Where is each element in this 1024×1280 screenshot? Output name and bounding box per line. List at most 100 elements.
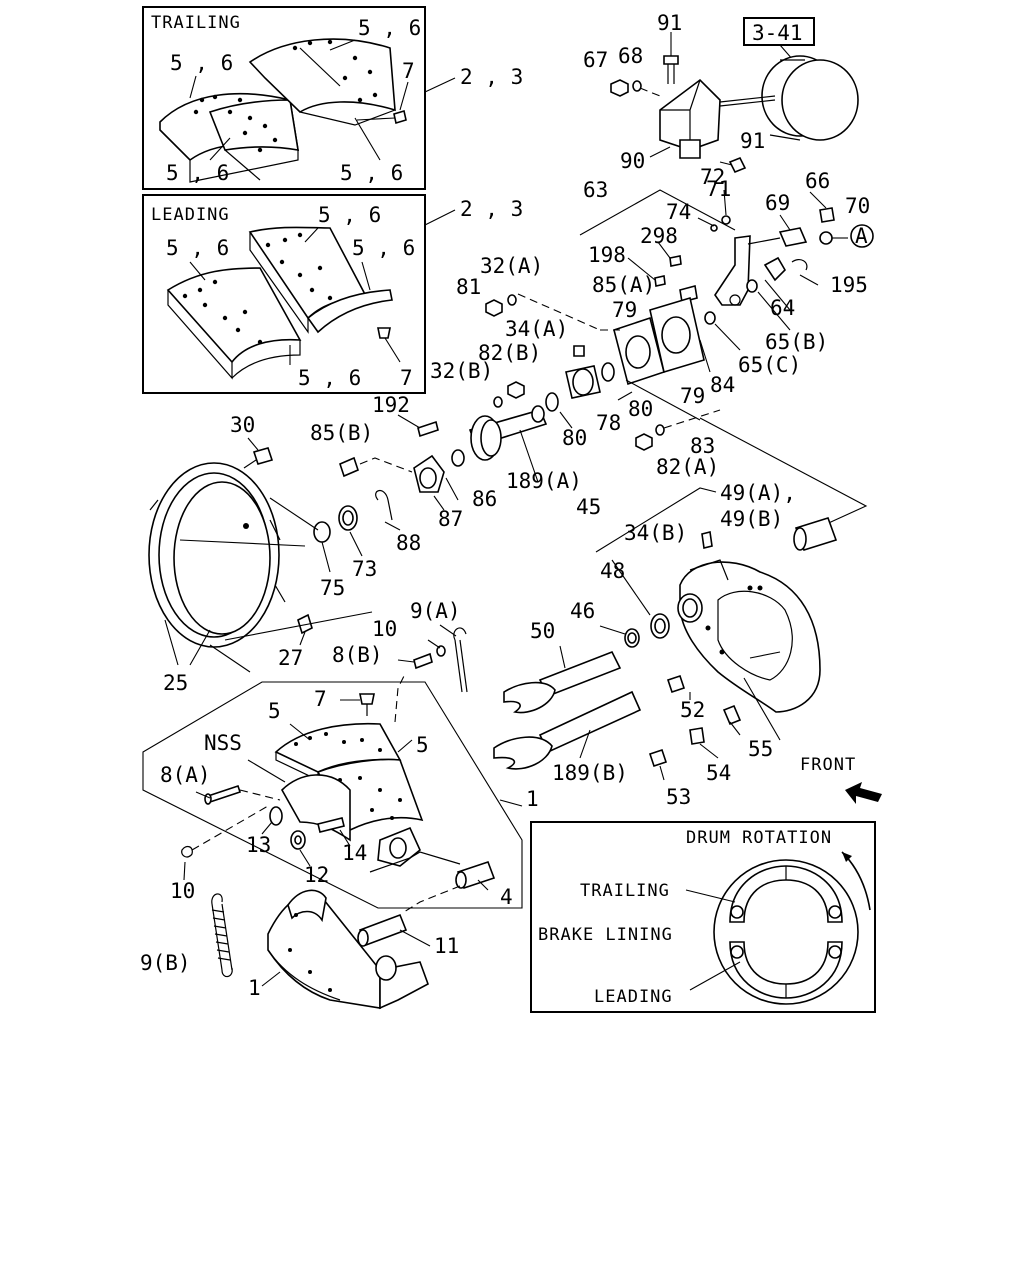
label-4: 4 (500, 885, 513, 909)
label-85b: 85(B) (310, 421, 373, 445)
label-5-6-d: 5 , 6 (340, 161, 403, 185)
label-10-a: 10 (170, 879, 195, 903)
label-48: 48 (600, 559, 625, 583)
label-45: 45 (576, 495, 601, 519)
trailing-lining-inset: TRAILING 5 , 6 5 , 6 5 , 6 5 , (142, 6, 426, 190)
label-82b: 82(B) (478, 341, 541, 365)
rotation-arrow-icon (842, 852, 852, 862)
label-7-c: 7 (314, 687, 327, 711)
label-78: 78 (596, 411, 621, 435)
label-63: 63 (583, 178, 608, 202)
label-11: 11 (434, 934, 459, 958)
label-79-b: 79 (680, 384, 705, 408)
label-14: 14 (342, 841, 367, 865)
label-80-a: 80 (628, 397, 653, 421)
label-86: 86 (472, 487, 497, 511)
label-1-b: 1 (248, 976, 261, 1000)
label-83: 83 (690, 434, 715, 458)
label-27: 27 (278, 646, 303, 670)
label-81: 81 (456, 275, 481, 299)
label-67: 67 (583, 48, 608, 72)
label-12: 12 (304, 863, 329, 887)
label-54: 54 (706, 761, 731, 785)
label-5-a: 5 (268, 699, 281, 723)
label-25: 25 (163, 671, 188, 695)
label-34b: 34(B) (624, 521, 687, 545)
brake-shoe-assembly: 1 7 5 5 NSS 8(A) 13 14 12 4 10 (142, 675, 539, 909)
label-8a: 8(A) (160, 763, 211, 787)
label-82a: 82(A) (656, 455, 719, 479)
legend-trailing: TRAILING (580, 881, 670, 901)
label-2-3-b: 2 , 3 (460, 197, 523, 221)
legend-title: DRUM ROTATION (686, 828, 832, 848)
label-298: 298 (640, 224, 678, 248)
label-49b: 49(B) (720, 507, 783, 531)
spider-camshaft-assembly: 45 49(A), 49(B) 34(B) 48 46 50 52 55 54 … (493, 417, 868, 809)
label-88: 88 (396, 531, 421, 555)
label-64: 64 (770, 296, 795, 320)
label-13: 13 (246, 833, 271, 857)
mount-hardware: 30 85(B) 86 87 88 75 73 (230, 413, 497, 600)
label-189b: 189(B) (552, 761, 628, 785)
label-9b: 9(B) (140, 951, 191, 975)
label-32b: 32(B) (430, 359, 493, 383)
label-91-b: 91 (740, 129, 765, 153)
label-1-a: 1 (526, 787, 539, 811)
label-189a: 189(A) (506, 469, 582, 493)
label-5-b: 5 (416, 733, 429, 757)
label-74: 74 (666, 200, 691, 224)
label-5-6-g: 5 , 6 (352, 236, 415, 260)
label-34a: 34(A) (505, 317, 568, 341)
label-80-b: 80 (562, 426, 587, 450)
dust-shield: 27 25 (148, 462, 373, 695)
spring-hardware: 9(A) 10 8(B) (332, 599, 468, 693)
label-5-6-b: 5 , 6 (358, 16, 421, 40)
label-30: 30 (230, 413, 255, 437)
label-87: 87 (438, 507, 463, 531)
label-52: 52 (680, 698, 705, 722)
ref-3-41: 3-41 (752, 21, 803, 45)
label-66: 66 (805, 169, 830, 193)
label-72: 72 (700, 165, 725, 189)
label-75: 75 (320, 576, 345, 600)
label-91-a: 91 (657, 11, 682, 35)
label-2-3-a: 2 , 3 (460, 65, 523, 89)
label-192: 192 (372, 393, 410, 417)
label-10-b: 10 (372, 617, 397, 641)
label-8b: 8(B) (332, 643, 383, 667)
label-65c: 65(C) (738, 353, 801, 377)
label-79-a: 79 (612, 298, 637, 322)
label-55: 55 (748, 737, 773, 761)
drum-rotation-legend: DRUM ROTATION TRAILING BRAKE LINING LEAD… (530, 821, 876, 1013)
slack-adjuster-assembly: 72 71 66 70 69 63 74 298 198 195 85(A) 6… (579, 165, 874, 397)
label-5-6-a: 5 , 6 (170, 51, 233, 75)
label-53: 53 (666, 785, 691, 809)
label-7-b: 7 (400, 366, 413, 390)
label-68: 68 (618, 44, 643, 68)
label-195: 195 (830, 273, 868, 297)
front-indicator: FRONT (800, 755, 882, 804)
label-50: 50 (530, 619, 555, 643)
label-9a: 9(A) (410, 599, 461, 623)
label-7-a: 7 (402, 59, 415, 83)
label-5-6-f: 5 , 6 (166, 236, 229, 260)
brake-chamber-assembly: 3-41 91 67 68 91 90 (583, 11, 859, 174)
label-46: 46 (570, 599, 595, 623)
label-90: 90 (620, 149, 645, 173)
lower-brake-shoe: 9(B) 1 11 (140, 885, 461, 1010)
label-5-6-c: 5 , 6 (166, 161, 229, 185)
callout-a: A (855, 224, 868, 248)
label-71: 71 (706, 177, 731, 201)
label-198: 198 (588, 243, 626, 267)
legend-leading: LEADING (594, 987, 673, 1007)
label-70: 70 (845, 194, 870, 218)
camshaft-bracket-assembly: 81 32(A) 79 79 34(A) 82(B) 32(B) 192 80 … (372, 254, 721, 493)
front-arrow-icon (845, 782, 882, 804)
label-5-6-e: 5 , 6 (318, 203, 381, 227)
label-84: 84 (710, 373, 735, 397)
label-85a: 85(A) (592, 273, 655, 297)
label-5-6-h: 5 , 6 (298, 366, 361, 390)
label-nss: NSS (204, 731, 242, 755)
leading-lining-inset: LEADING 5 , 6 5 , 6 5 , 6 5 , 6 7 (142, 194, 426, 394)
